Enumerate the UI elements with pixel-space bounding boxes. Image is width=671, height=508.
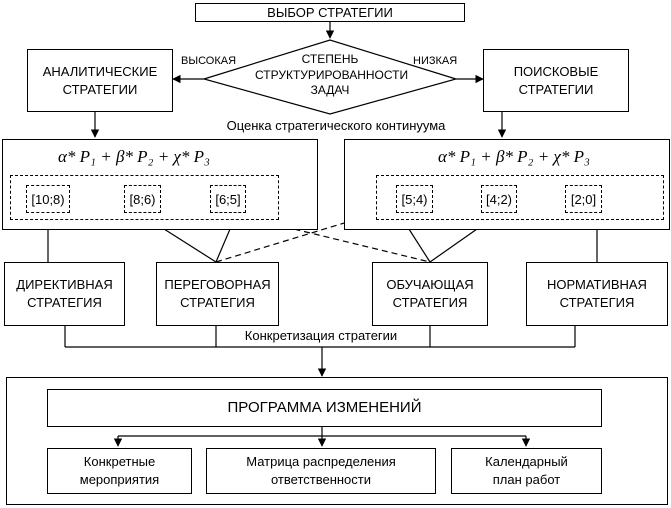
strategy-choice-box: ВЫБОР СТРАТЕГИИ xyxy=(195,3,465,22)
calendar-box: Календарный план работ xyxy=(451,448,602,494)
interval-label: [5;4) xyxy=(401,191,428,207)
decision-label: СТЕПЕНЬ СТРУКТУРИРОВАННОСТИ ЗАДАЧ xyxy=(255,52,409,98)
interval-10-8: [10;8) xyxy=(26,185,70,213)
interval-label: [8;6) xyxy=(129,191,156,207)
analytic-strategies-label: АНАЛИТИЧЕСКИЕ СТРАТЕГИИ xyxy=(42,63,158,97)
interval-group-left xyxy=(10,175,279,220)
concretization-label: Конкретизация стратегии xyxy=(220,328,422,345)
interval-label: [10;8) xyxy=(31,191,65,207)
matrix-box: Матрица распределения ответственности xyxy=(206,448,436,494)
interval-label: [2;0] xyxy=(570,191,597,207)
interval-group-right xyxy=(376,175,664,220)
interval-label: [4;2) xyxy=(485,191,512,207)
search-strategies-label: ПОИСКОВЫЕ СТРАТЕГИИ xyxy=(513,63,599,97)
learning-strategy-box: ОБУЧАЮЩАЯ СТРАТЕГИЯ xyxy=(372,262,488,326)
interval-4-2: [4;2) xyxy=(481,185,517,213)
interval-2-0: [2;0] xyxy=(565,185,602,213)
formula-right: α* P₁ + β* P₂ + χ* P₃ xyxy=(438,147,590,166)
measures-box: Конкретные мероприятия xyxy=(47,448,192,494)
directive-strategy-box: ДИРЕКТИВНАЯ СТРАТЕГИЯ xyxy=(4,262,125,326)
high-label: ВЫСОКАЯ xyxy=(181,55,237,67)
interval-6-5: [6;5] xyxy=(210,185,246,213)
calendar-label: Календарный план работ xyxy=(485,454,568,487)
bottom-frame xyxy=(6,377,668,505)
measures-label: Конкретные мероприятия xyxy=(79,454,160,487)
interval-5-4: [5;4) xyxy=(396,185,433,213)
directive-strategy-label: ДИРЕКТИВНАЯ СТРАТЕГИЯ xyxy=(16,277,113,310)
formula-left: α* P₁ + β* P₂ + χ* P₃ xyxy=(58,147,210,166)
normative-strategy-label: НОРМАТИВНАЯ СТРАТЕГИЯ xyxy=(547,277,647,310)
interval-label: [6;5] xyxy=(215,191,241,207)
negotiation-strategy-box: ПЕРЕГОВОРНАЯ СТРАТЕГИЯ xyxy=(156,262,279,326)
strategy-choice-label: ВЫБОР СТРАТЕГИИ xyxy=(267,4,393,20)
analytic-strategies-box: АНАЛИТИЧЕСКИЕ СТРАТЕГИИ xyxy=(27,49,173,112)
program-label: ПРОГРАММА ИЗМЕНЕНИЙ xyxy=(227,398,422,416)
search-strategies-box: ПОИСКОВЫЕ СТРАТЕГИИ xyxy=(483,49,629,112)
continuum-right-box xyxy=(344,139,670,230)
program-box: ПРОГРАММА ИЗМЕНЕНИЙ xyxy=(47,389,602,427)
interval-8-6: [8;6) xyxy=(124,185,161,213)
matrix-label: Матрица распределения ответственности xyxy=(246,454,396,487)
continuum-left-box xyxy=(2,139,318,230)
continuum-label: Оценка стратегического континуума xyxy=(226,118,446,133)
learning-strategy-label: ОБУЧАЮЩАЯ СТРАТЕГИЯ xyxy=(386,277,474,310)
low-label: НИЗКАЯ xyxy=(413,55,458,67)
negotiation-strategy-label: ПЕРЕГОВОРНАЯ СТРАТЕГИЯ xyxy=(164,277,271,310)
normative-strategy-box: НОРМАТИВНАЯ СТРАТЕГИЯ xyxy=(526,262,668,326)
